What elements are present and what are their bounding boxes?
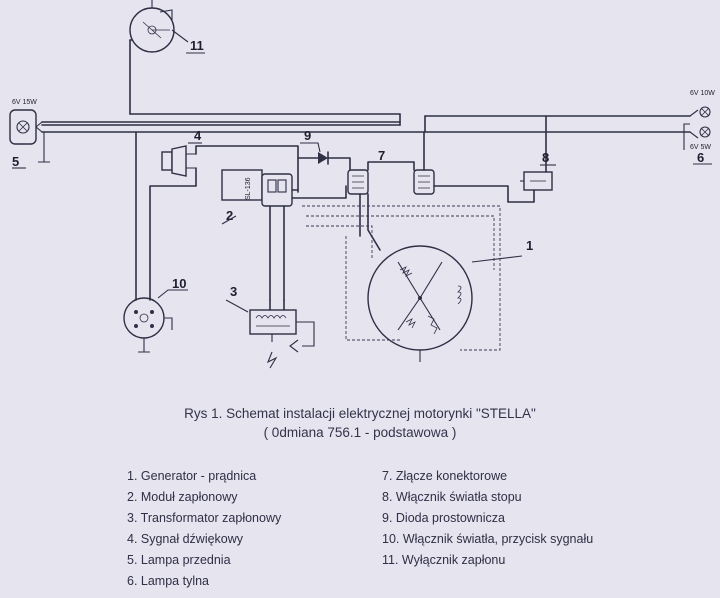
ignition-coil: 3 bbox=[225, 284, 315, 369]
legend-item: 1. Generator - prądnica bbox=[127, 469, 257, 483]
legend-item: 5. Lampa przednia bbox=[127, 553, 231, 567]
legend-left-column: 1. Generator - prądnica 2. Moduł zapłono… bbox=[127, 466, 281, 592]
generator: 1 bbox=[302, 193, 533, 362]
rectifier-diode: 9 bbox=[297, 128, 351, 173]
label-10: 10 bbox=[172, 276, 186, 291]
wiring-diagram: 11 6V 15W 5 6V 10W 6V 5W 6 4 bbox=[9, 0, 715, 369]
rear-lamp-rating-bottom: 6V 5W bbox=[690, 144, 711, 151]
label-11: 11 bbox=[190, 38, 204, 53]
rear-lamp-rating-top: 6V 10W bbox=[690, 90, 715, 97]
label-9: 9 bbox=[304, 128, 311, 143]
front-lamp-rating: 6V 15W bbox=[12, 99, 37, 106]
module-code: SL-136 bbox=[245, 177, 252, 200]
legend-item: 10. Włącznik światła, przycisk sygnału bbox=[382, 532, 594, 546]
legend-item: 7. Złącze konektorowe bbox=[382, 469, 508, 483]
caption-subtitle: ( 0dmiana 756.1 - podstawowa ) bbox=[263, 425, 457, 440]
label-6: 6 bbox=[697, 150, 704, 165]
label-4: 4 bbox=[194, 128, 202, 143]
caption: Rys 1. Schemat instalacji elektrycznej m… bbox=[0, 406, 720, 440]
label-2: 2 bbox=[226, 208, 233, 223]
legend-item: 3. Transformator zapłonowy bbox=[127, 511, 282, 525]
label-3: 3 bbox=[230, 284, 237, 299]
legend-item: 2. Moduł zapłonowy bbox=[127, 490, 238, 504]
legend-item: 8. Włącznik światła stopu bbox=[382, 490, 522, 504]
legend-item: 4. Sygnał dźwiękowy bbox=[127, 532, 244, 546]
ignition-switch: 11 bbox=[129, 0, 205, 54]
legend: 1. Generator - prądnica 2. Moduł zapłono… bbox=[0, 466, 720, 598]
light-switch: 10 bbox=[123, 131, 188, 353]
stop-light-switch: 8 bbox=[433, 115, 556, 203]
front-lamp: 6V 15W 5 bbox=[9, 99, 50, 169]
label-5: 5 bbox=[12, 154, 19, 169]
horn: 4 bbox=[149, 128, 299, 301]
legend-item: 6. Lampa tylna bbox=[127, 574, 209, 588]
caption-title: Rys 1. Schemat instalacji elektrycznej m… bbox=[184, 406, 536, 421]
rear-lamp: 6V 10W 6V 5W 6 bbox=[683, 90, 715, 165]
label-7: 7 bbox=[378, 148, 385, 163]
main-harness bbox=[41, 39, 691, 133]
legend-item: 11. Wyłącznik zapłonu bbox=[382, 553, 506, 567]
legend-right-column: 7. Złącze konektorowe 8. Włącznik światł… bbox=[382, 466, 593, 571]
label-1: 1 bbox=[526, 238, 533, 253]
connector-block: 7 bbox=[347, 131, 435, 195]
ignition-module: SL-136 2 bbox=[221, 169, 347, 301]
label-8: 8 bbox=[542, 150, 549, 165]
legend-item: 9. Dioda prostownicza bbox=[382, 511, 505, 525]
